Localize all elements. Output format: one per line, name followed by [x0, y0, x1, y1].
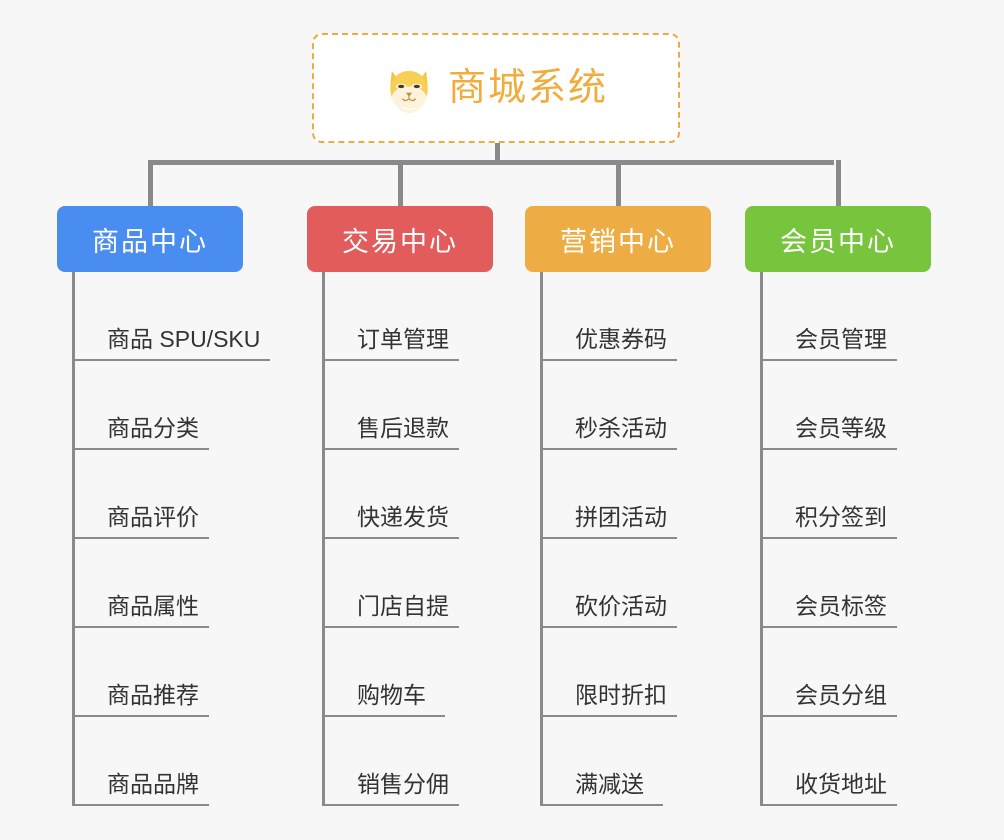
leaf-label: 优惠券码 — [575, 326, 667, 353]
leaf-item[interactable]: 商品推荐 — [75, 628, 209, 717]
leaf-item[interactable]: 购物车 — [325, 628, 445, 717]
leaf-item[interactable]: 会员标签 — [763, 539, 897, 628]
category-header-1[interactable]: 商品中心 — [57, 206, 243, 272]
leaf-item[interactable]: 订单管理 — [325, 272, 459, 361]
branch-column-3: 营销中心 优惠券码 秒杀活动 拼团活动 砍价活动 限时折扣 满减送 — [525, 206, 743, 806]
leaf-item[interactable]: 商品分类 — [75, 361, 209, 450]
leaf-label: 会员分组 — [795, 682, 887, 709]
leaf-item[interactable]: 商品品牌 — [75, 717, 209, 806]
branch-column-1: 商品中心 商品 SPU/SKU 商品分类 商品评价 商品属性 商品推荐 商品品牌 — [57, 206, 307, 806]
leaf-item[interactable]: 拼团活动 — [543, 450, 677, 539]
leaf-label: 商品评价 — [107, 504, 199, 531]
connector-drop-4 — [836, 160, 841, 208]
leaf-label: 会员管理 — [795, 326, 887, 353]
leaf-label: 快递发货 — [357, 504, 449, 531]
leaf-item[interactable]: 快递发货 — [325, 450, 459, 539]
leaf-item[interactable]: 商品属性 — [75, 539, 209, 628]
leaf-label: 销售分佣 — [357, 771, 449, 798]
category-header-3[interactable]: 营销中心 — [525, 206, 711, 272]
leaf-label: 收货地址 — [795, 771, 887, 798]
leaf-label: 门店自提 — [357, 593, 449, 620]
leaf-item[interactable]: 会员分组 — [763, 628, 897, 717]
connector-root-stem — [495, 143, 500, 163]
root-title: 商城系统 — [447, 67, 608, 109]
leaf-label: 商品分类 — [107, 415, 199, 442]
leaf-item[interactable]: 销售分佣 — [325, 717, 459, 806]
leaf-item[interactable]: 门店自提 — [325, 539, 459, 628]
leaf-label: 商品品牌 — [107, 771, 199, 798]
leaf-label: 会员标签 — [795, 593, 887, 620]
category-header-2[interactable]: 交易中心 — [307, 206, 493, 272]
leaf-item[interactable]: 售后退款 — [325, 361, 459, 450]
leaf-item[interactable]: 商品评价 — [75, 450, 209, 539]
leaf-item[interactable]: 满减送 — [543, 717, 663, 806]
connector-drop-3 — [616, 160, 621, 208]
leaf-label: 售后退款 — [357, 415, 449, 442]
leaf-label: 满减送 — [575, 771, 644, 798]
branch-column-2: 交易中心 订单管理 售后退款 快递发货 门店自提 购物车 销售分佣 — [307, 206, 525, 806]
leaf-list-2: 订单管理 售后退款 快递发货 门店自提 购物车 销售分佣 — [322, 272, 525, 806]
leaf-label: 积分签到 — [795, 504, 887, 531]
leaf-list-3: 优惠券码 秒杀活动 拼团活动 砍价活动 限时折扣 满减送 — [540, 272, 743, 806]
leaf-label: 拼团活动 — [575, 504, 667, 531]
leaf-label: 商品 SPU/SKU — [107, 326, 261, 353]
leaf-item[interactable]: 砍价活动 — [543, 539, 677, 628]
leaf-label: 订单管理 — [357, 326, 449, 353]
leaf-label: 秒杀活动 — [575, 415, 667, 442]
leaf-item[interactable]: 限时折扣 — [543, 628, 677, 717]
leaf-item[interactable]: 秒杀活动 — [543, 361, 677, 450]
leaf-label: 购物车 — [357, 682, 426, 709]
leaf-list-1: 商品 SPU/SKU 商品分类 商品评价 商品属性 商品推荐 商品品牌 — [72, 272, 307, 806]
leaf-item[interactable]: 会员管理 — [763, 272, 897, 361]
root-node[interactable]: 商城系统 — [312, 33, 680, 143]
leaf-item[interactable]: 积分签到 — [763, 450, 897, 539]
leaf-label: 会员等级 — [795, 415, 887, 442]
connector-drop-1 — [148, 160, 153, 208]
leaf-label: 砍价活动 — [575, 593, 667, 620]
leaf-item[interactable]: 会员等级 — [763, 361, 897, 450]
leaf-label: 限时折扣 — [575, 682, 667, 709]
branch-column-4: 会员中心 会员管理 会员等级 积分签到 会员标签 会员分组 收货地址 — [745, 206, 963, 806]
leaf-item[interactable]: 收货地址 — [763, 717, 897, 806]
shiba-dog-icon — [390, 70, 428, 113]
leaf-list-4: 会员管理 会员等级 积分签到 会员标签 会员分组 收货地址 — [760, 272, 963, 806]
leaf-item[interactable]: 优惠券码 — [543, 272, 677, 361]
leaf-item[interactable]: 商品 SPU/SKU — [75, 272, 271, 361]
connector-horizontal-bus — [148, 160, 834, 165]
connector-drop-2 — [398, 160, 403, 208]
leaf-label: 商品属性 — [107, 593, 199, 620]
leaf-label: 商品推荐 — [107, 682, 199, 709]
category-header-4[interactable]: 会员中心 — [745, 206, 931, 272]
